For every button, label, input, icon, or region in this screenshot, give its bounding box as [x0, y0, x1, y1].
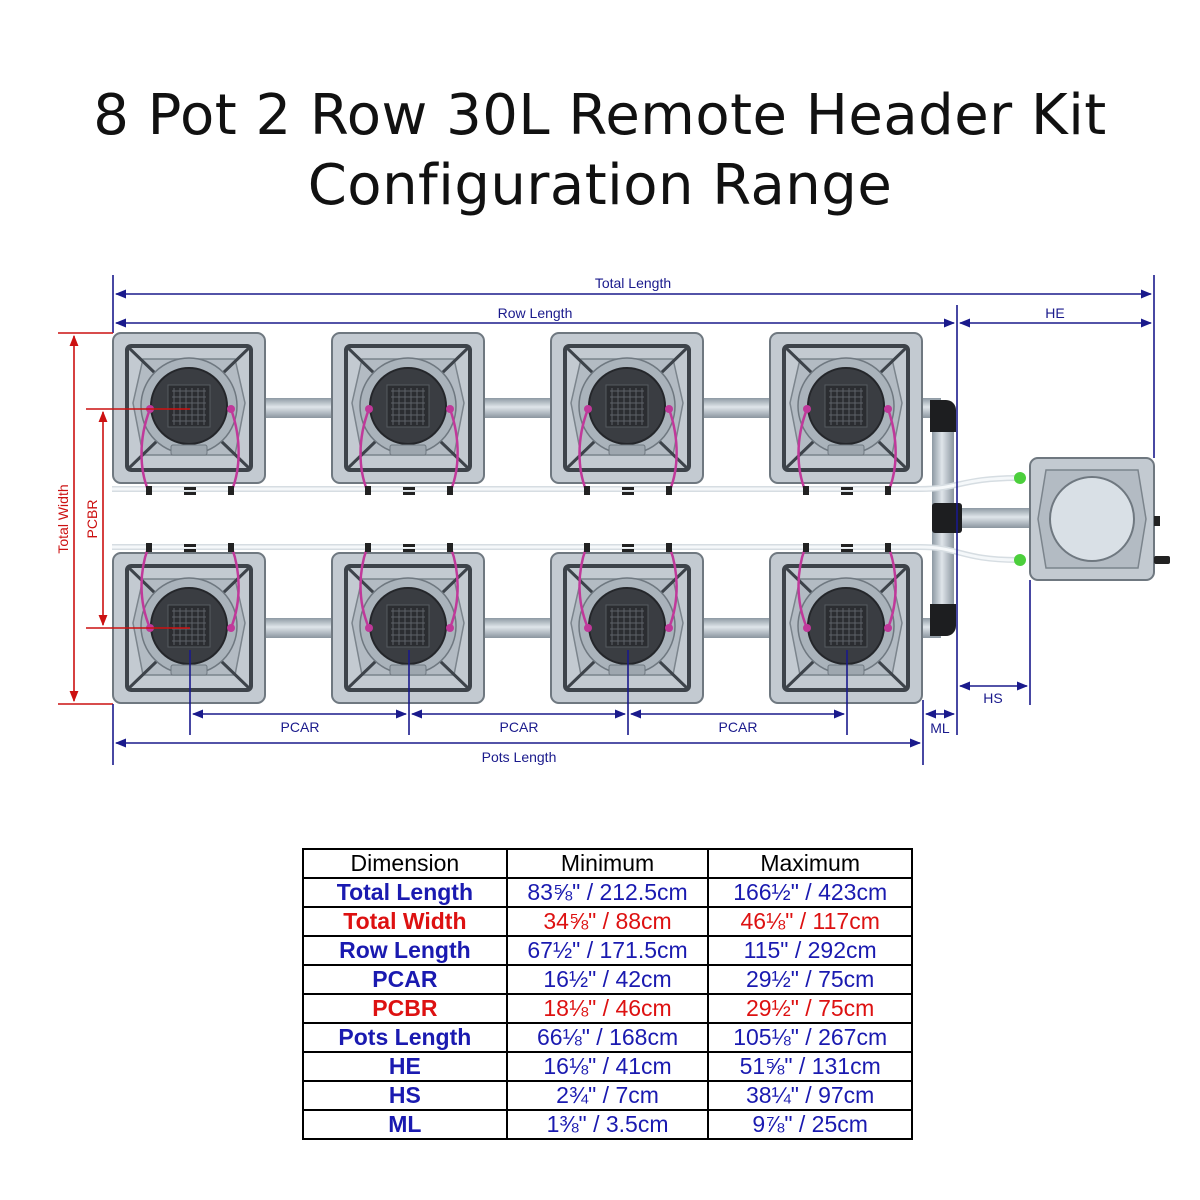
- cell-dimension: ML: [302, 1109, 508, 1140]
- cell-minimum: 83⅝" / 212.5cm: [505, 877, 710, 908]
- pot: [549, 331, 705, 485]
- cell-dimension: Total Length: [302, 877, 508, 908]
- label-total-width: Total Width: [55, 484, 71, 553]
- pipe-fittings: [930, 400, 962, 636]
- cell-maximum: 166½" / 423cm: [707, 877, 913, 908]
- connector-icon: [1014, 554, 1026, 566]
- cell-minimum: 34⅝" / 88cm: [505, 906, 710, 937]
- cell-maximum: 105⅛" / 267cm: [707, 1022, 913, 1053]
- cell-maximum: 46⅛" / 117cm: [707, 906, 913, 937]
- pot: [768, 331, 924, 485]
- pot: [768, 551, 924, 705]
- label-pcbr: PCBR: [84, 500, 100, 539]
- cell-dimension: Total Width: [302, 906, 508, 937]
- cell-maximum: 29½" / 75cm: [707, 964, 913, 995]
- pot: [549, 551, 705, 705]
- dimension-lines: [58, 275, 1155, 765]
- drip-emitters: [146, 405, 892, 632]
- column-header-minimum: Minimum: [505, 848, 710, 879]
- cell-minimum: 16½" / 42cm: [505, 964, 710, 995]
- cell-maximum: 38¼" / 97cm: [707, 1080, 913, 1111]
- cell-minimum: 2¾" / 7cm: [505, 1080, 710, 1111]
- table-header-row: Dimension Minimum Maximum: [302, 848, 913, 879]
- label-hs: HS: [983, 690, 1002, 706]
- cell-maximum: 115" / 292cm: [707, 935, 913, 966]
- pot: [330, 551, 486, 705]
- pot: [330, 331, 486, 485]
- label-ml: ML: [930, 720, 950, 736]
- column-header-dimension: Dimension: [302, 848, 508, 879]
- label-pcar: PCAR: [719, 719, 758, 735]
- label-total-length: Total Length: [595, 275, 671, 291]
- tube-clips: [146, 486, 891, 552]
- cell-dimension: HS: [302, 1080, 508, 1111]
- column-header-maximum: Maximum: [707, 848, 913, 879]
- label-pcar: PCAR: [500, 719, 539, 735]
- cell-maximum: 9⅞" / 25cm: [707, 1109, 913, 1140]
- pot: [111, 331, 267, 485]
- cell-dimension: PCBR: [302, 993, 508, 1024]
- cell-minimum: 1⅜" / 3.5cm: [505, 1109, 710, 1140]
- cell-dimension: HE: [302, 1051, 508, 1082]
- label-pots-length: Pots Length: [482, 749, 557, 765]
- label-pcar: PCAR: [281, 719, 320, 735]
- configuration-diagram: Total Length Row Length HE Total Width P…: [55, 275, 1170, 765]
- return-tubes: [112, 475, 1021, 563]
- cell-minimum: 18⅛" / 46cm: [505, 993, 710, 1024]
- cell-maximum: 29½" / 75cm: [707, 993, 913, 1024]
- drip-lines: [140, 408, 897, 629]
- cell-minimum: 16⅛" / 41cm: [505, 1051, 710, 1082]
- label-he: HE: [1045, 305, 1064, 321]
- page-title-line-2: Configuration Range: [307, 153, 893, 218]
- page-title-line-1: 8 Pot 2 Row 30L Remote Header Kit: [93, 83, 1107, 148]
- cell-dimension: PCAR: [302, 964, 508, 995]
- cell-maximum: 51⅝" / 131cm: [707, 1051, 913, 1082]
- label-row-length: Row Length: [498, 305, 573, 321]
- cell-dimension: Row Length: [302, 935, 508, 966]
- connector-icon: [1014, 472, 1026, 484]
- header-tank: [1014, 457, 1170, 581]
- cell-minimum: 66⅛" / 168cm: [505, 1022, 710, 1053]
- cell-dimension: Pots Length: [302, 1022, 508, 1053]
- cell-minimum: 67½" / 171.5cm: [505, 935, 710, 966]
